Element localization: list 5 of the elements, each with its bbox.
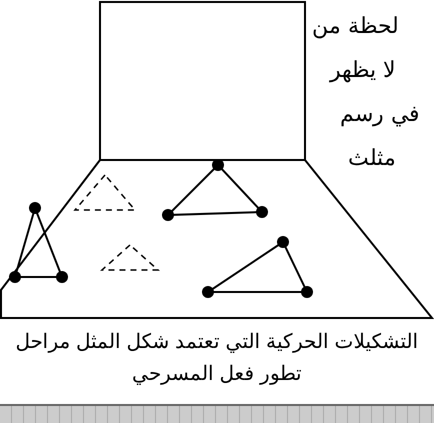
paragraph-line: مثلث bbox=[348, 148, 396, 170]
caption: التشكيلات الحركية التي تعتمد شكل المثل مراحل تطور فعل المسرحي bbox=[14, 330, 420, 387]
paragraph-line: لا يظهر bbox=[330, 60, 396, 82]
paragraph-line: في رسم bbox=[340, 104, 420, 126]
paragraph-line: لحظة من bbox=[312, 16, 399, 38]
